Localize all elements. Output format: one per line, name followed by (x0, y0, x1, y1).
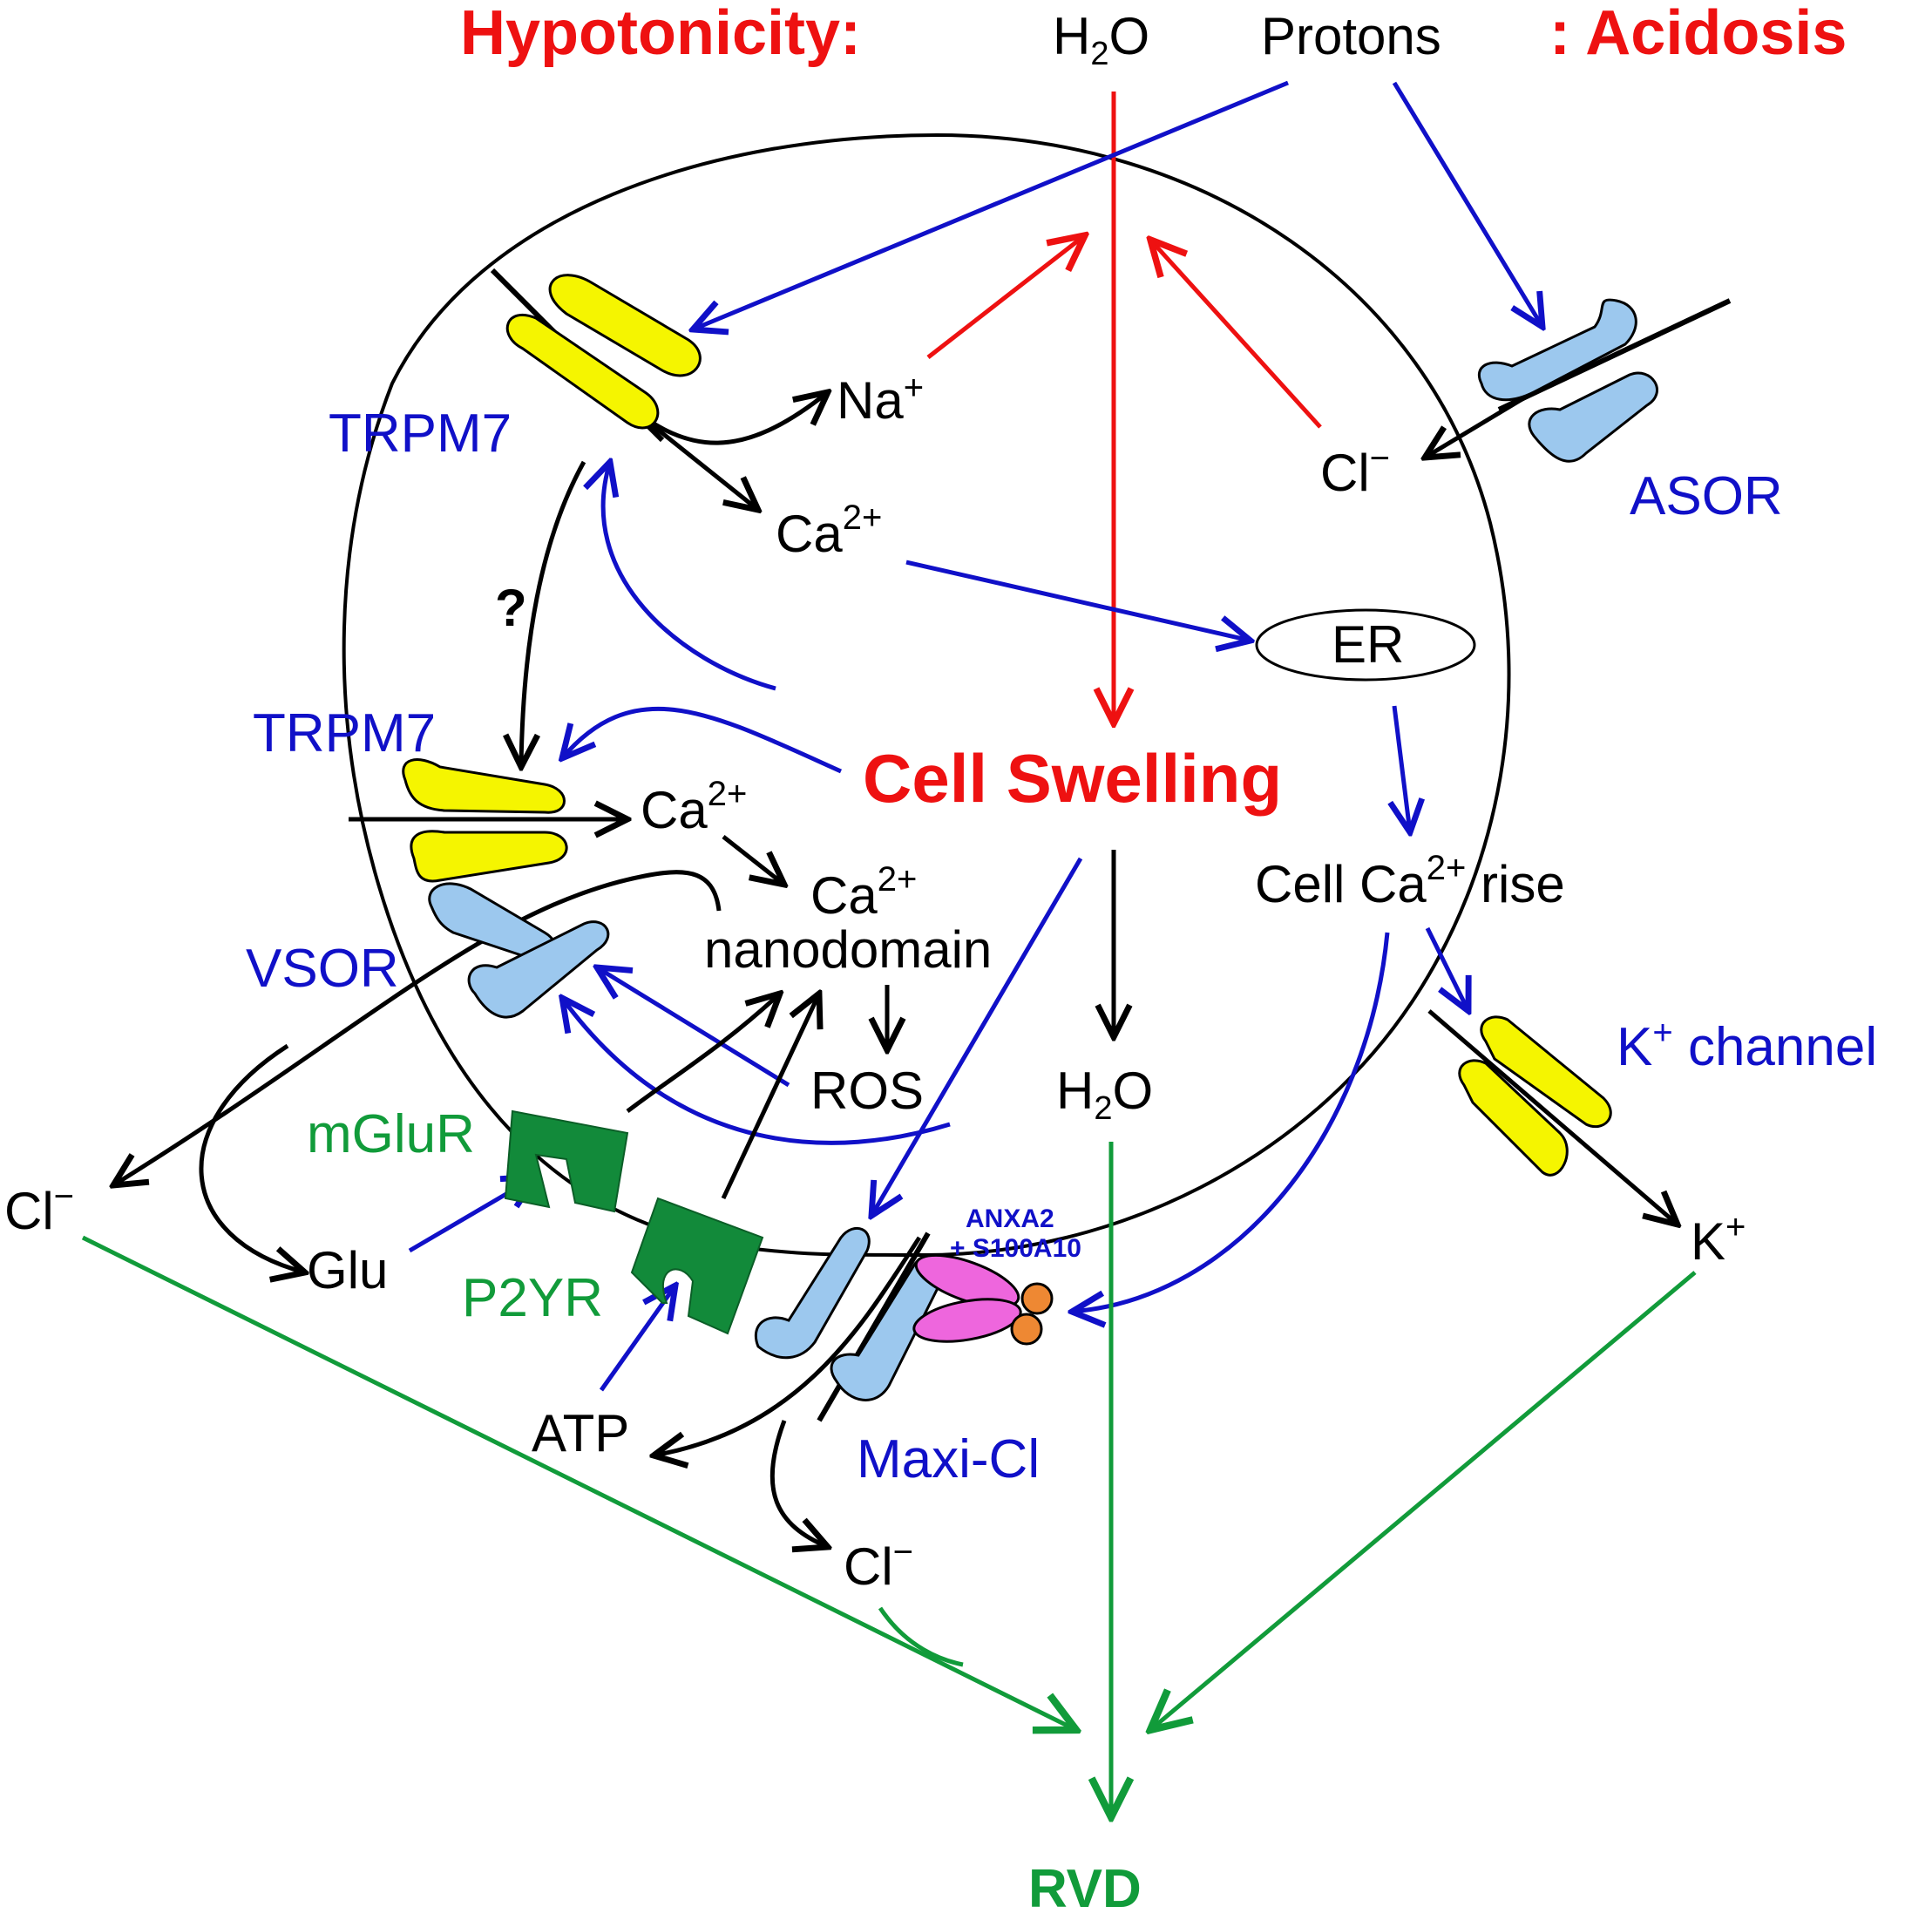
vsor-label: VSOR (246, 939, 399, 999)
mglur-to-nanodomain-arrow (626, 994, 780, 1114)
maxi-cl-label: Maxi-Cl (857, 1429, 1040, 1489)
trpm7-top-channel (490, 268, 702, 443)
mglur-label: mGluR (307, 1104, 475, 1164)
ca-nanodomain-label: Ca2+ (810, 860, 917, 925)
p2yr-receptor (630, 1197, 764, 1335)
trpm7-top-to-mid-arrow (521, 460, 586, 767)
nanodomain-label: nanodomain (704, 920, 992, 979)
s100a10-label: + S100A10 (950, 1234, 1081, 1263)
ca-rise-to-maxi-cl-arrow (1072, 932, 1390, 1312)
ca-rise-to-k-channel-arrow (1425, 926, 1468, 1011)
swelling-to-maxi-cl-arrow (871, 857, 1083, 1216)
cl-left-label: Cl− (4, 1177, 74, 1240)
cell-swelling-label: Cell Swelling (863, 740, 1282, 817)
na-to-swelling-arrow (926, 235, 1085, 359)
cl-to-swelling-arrow (1150, 240, 1322, 429)
cell-membrane (342, 132, 1511, 1258)
na-label: Na+ (837, 369, 924, 430)
ca-to-er-arrow (905, 560, 1251, 641)
h2o-top-label: H2O (1053, 7, 1149, 72)
er-label: ER (1332, 615, 1404, 674)
p2yr-label: P2YR (462, 1268, 603, 1328)
vsor-efflux-loop (113, 870, 722, 1185)
asor-channel (1478, 298, 1732, 463)
mglur-receptor (504, 1109, 629, 1213)
cl-asor-label: Cl− (1320, 439, 1390, 502)
k-out-label: K+ (1691, 1208, 1746, 1271)
swelling-to-trpm7-top-arrow (603, 462, 776, 691)
hypotonicity-title: Hypotonicity: (460, 0, 861, 68)
protons-to-asor-arrow (1392, 81, 1542, 327)
glu-label: Glu (307, 1241, 388, 1299)
cl-left-to-rvd-arrow (81, 1235, 1076, 1730)
vsor-channel (428, 882, 610, 1019)
er-organelle (1255, 608, 1476, 682)
atp-label: ATP (532, 1404, 629, 1462)
p2yr-to-nanodomain-arrow (721, 994, 819, 1200)
maxi-cl-efflux-atp-arrow (654, 1236, 922, 1455)
swelling-to-trpm7-mid-arrow (562, 706, 843, 774)
k-channel-efflux-arrow (1427, 1009, 1678, 1225)
h2o-mid-label: H2O (1056, 1062, 1153, 1127)
ca-mid-label: Ca2+ (641, 775, 747, 839)
trpm7-mid-channel (402, 758, 568, 883)
trpm7-top-label: TRPM7 (329, 404, 512, 464)
trpm7-mid-label: TRPM7 (253, 703, 436, 763)
acidosis-title: : Acidosis (1549, 0, 1847, 68)
k-to-rvd-arrow (1150, 1271, 1697, 1730)
ca-to-nanodomain-arrow (722, 835, 784, 885)
cl-bottom-to-rvd-arrow (878, 1606, 964, 1667)
anxa2-label: ANXA2 (966, 1204, 1054, 1233)
k-channel (1458, 1015, 1612, 1177)
ros-to-vsor-arrow (597, 967, 790, 1088)
vsor-to-glu-arrow (199, 1043, 305, 1272)
protons-to-trpm7-arrow (693, 80, 1289, 329)
anxa2-s100a10-complex (912, 1253, 1054, 1346)
question-mark: ? (495, 579, 527, 637)
ca-top-label: Ca2+ (776, 499, 882, 563)
k-channel-label: K+ channel (1617, 1014, 1877, 1077)
maxi-cl-to-cl-arrow (769, 1420, 828, 1547)
cell-ca-rise-label: Cell Ca2+ rise (1255, 849, 1565, 913)
rvd-label: RVD (1028, 1859, 1142, 1919)
protons-label: Protons (1261, 7, 1441, 65)
er-to-ca-rise-arrow (1394, 705, 1410, 832)
maxi-cl-channel (755, 1226, 945, 1422)
ros-label: ROS (810, 1062, 924, 1120)
asor-label: ASOR (1630, 466, 1783, 526)
ros-loop-to-vsor-arrow (562, 998, 951, 1145)
cl-bottom-label: Cl− (844, 1533, 913, 1596)
